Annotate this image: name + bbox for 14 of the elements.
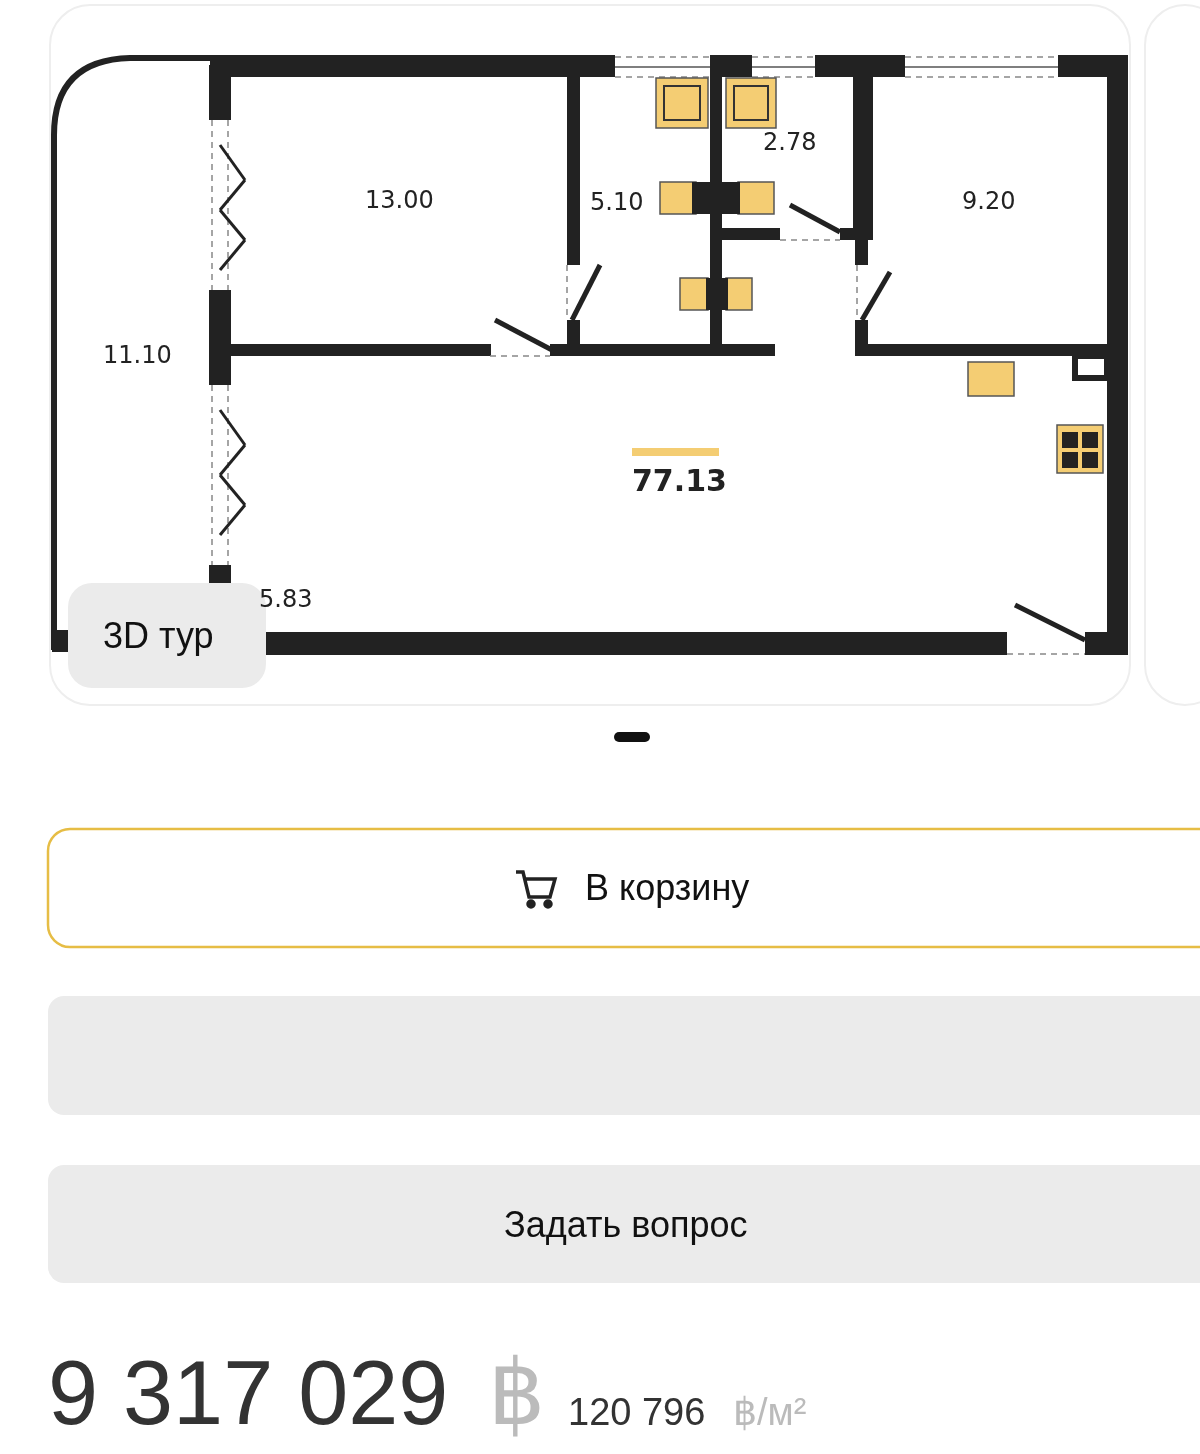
button-label: Задать вопрос <box>504 1207 748 1243</box>
room-area-label: 2.78 <box>763 130 817 154</box>
room-area-label: 5.10 <box>590 190 644 214</box>
button-label: 3D тур <box>103 618 214 654</box>
room-area-label: 13.00 <box>365 188 434 212</box>
room-area-label: 9.20 <box>962 189 1016 213</box>
room-area-label: 11.10 <box>103 343 172 367</box>
price-amount: 9 317 029 <box>48 1348 449 1438</box>
room-area-label: 5.83 <box>259 587 313 611</box>
button-label: В корзину <box>585 870 750 906</box>
currency-unit: ฿/м² <box>733 1393 807 1431</box>
currency-sign: ฿ <box>488 1348 545 1438</box>
price-per-area: 120 796 <box>568 1393 706 1431</box>
total-area-label: 77.13 <box>632 466 727 496</box>
